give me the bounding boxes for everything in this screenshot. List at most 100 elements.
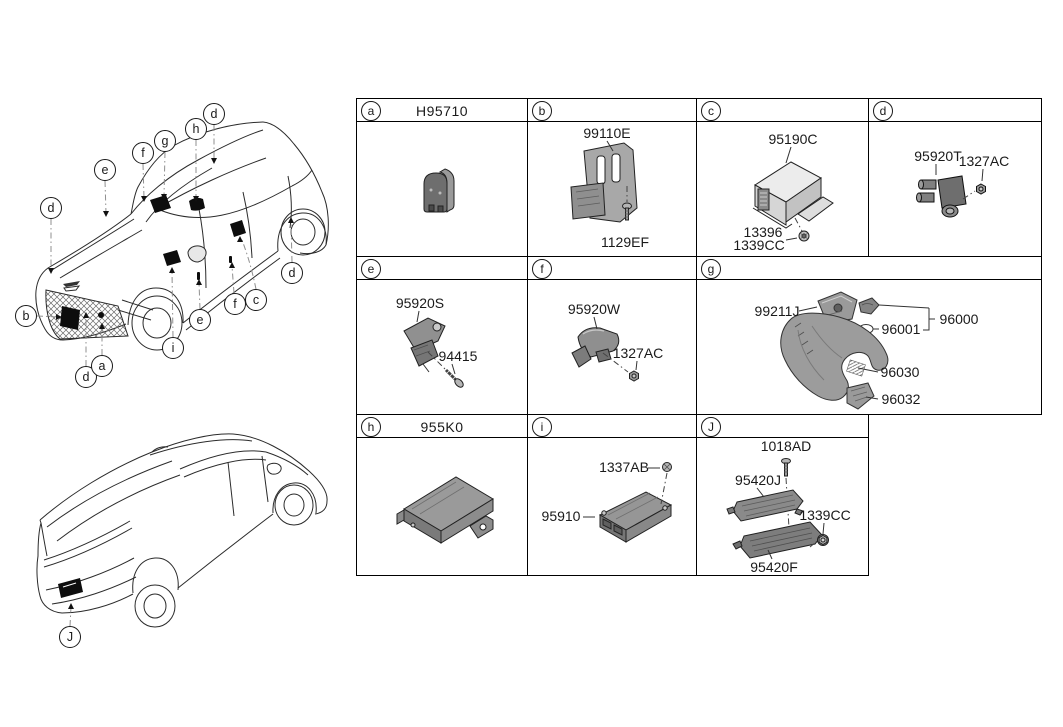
grid-cell-h[interactable]: h 955K0 bbox=[356, 414, 528, 576]
callout-f-front[interactable]: f bbox=[132, 142, 154, 164]
cell-c-letter: c bbox=[708, 104, 714, 118]
callout-h[interactable]: h bbox=[185, 118, 207, 140]
callout-d-roof[interactable]: d bbox=[203, 103, 225, 125]
callout-letter: d bbox=[288, 265, 296, 280]
part-illustration-95920S bbox=[403, 310, 464, 388]
cell-j-letter-badge: J bbox=[701, 417, 721, 437]
cell-i-header: i bbox=[528, 415, 696, 438]
cell-d-header: d bbox=[869, 99, 1041, 122]
callout-letter: d bbox=[210, 106, 218, 121]
part-illustration-H95710 bbox=[423, 168, 455, 213]
rear-car-sensor-marks bbox=[58, 578, 83, 598]
cell-g-letter-badge: g bbox=[701, 259, 721, 279]
part-label-95920W: 95920W bbox=[567, 301, 621, 317]
part-label-95420J: 95420J bbox=[735, 472, 781, 488]
part-label-96032: 96032 bbox=[881, 391, 921, 407]
cell-f-header: f bbox=[528, 257, 696, 280]
grid-cell-a[interactable]: a H95710 bbox=[356, 98, 528, 257]
part-illustration-95910 bbox=[583, 462, 673, 543]
grid-cell-e[interactable]: e bbox=[356, 256, 528, 415]
cell-g-header: g bbox=[697, 257, 1041, 280]
cell-a-header: a H95710 bbox=[357, 99, 527, 122]
callout-letter: e bbox=[196, 312, 204, 327]
callout-letter: a bbox=[98, 358, 106, 373]
cell-h-header: h 955K0 bbox=[357, 415, 527, 438]
part-label-96030: 96030 bbox=[880, 364, 920, 380]
grid-cell-g[interactable]: g bbox=[696, 256, 1042, 415]
cell-c-letter-badge: c bbox=[701, 101, 721, 121]
callout-d-rear[interactable]: d bbox=[281, 262, 303, 284]
part-label-95910: 95910 bbox=[541, 508, 581, 524]
callout-f-door[interactable]: f bbox=[224, 293, 246, 315]
cell-j-letter: J bbox=[708, 420, 714, 434]
callout-i[interactable]: i bbox=[162, 337, 184, 359]
cell-a-letter: a bbox=[367, 104, 375, 118]
grid-cell-f[interactable]: f bbox=[527, 256, 697, 415]
part-illustration-95190C bbox=[752, 146, 834, 242]
part-illustration-96000-group bbox=[780, 291, 935, 410]
callout-letter: d bbox=[82, 369, 90, 384]
cell-f-letter: f bbox=[540, 262, 544, 276]
callout-e-front[interactable]: e bbox=[94, 159, 116, 181]
part-label-95190C: 95190C bbox=[768, 131, 818, 147]
part-label-96000: 96000 bbox=[939, 311, 979, 327]
callout-letter: g bbox=[161, 133, 169, 148]
top-car-leader-lines bbox=[36, 125, 293, 366]
callout-a[interactable]: a bbox=[91, 355, 113, 377]
top-car-illustration bbox=[35, 121, 329, 366]
part-label-1018AD: 1018AD bbox=[760, 438, 812, 454]
cell-a-part-number: H95710 bbox=[415, 103, 469, 119]
part-illustration-95920T bbox=[916, 164, 986, 218]
callout-b[interactable]: b bbox=[15, 305, 37, 327]
grid-cell-j[interactable]: J bbox=[696, 414, 869, 576]
callout-letter: d bbox=[47, 200, 55, 215]
cell-d-letter: d bbox=[879, 104, 887, 118]
callout-J-rear[interactable]: J bbox=[59, 626, 81, 648]
part-label-1327AC-f: 1327AC bbox=[612, 345, 664, 361]
part-label-94415: 94415 bbox=[438, 348, 478, 364]
part-label-1339CC: 1339CC bbox=[733, 237, 785, 253]
cell-d-letter-badge: d bbox=[873, 101, 893, 121]
part-label-1337AB: 1337AB bbox=[599, 459, 649, 475]
part-illustration-95920W bbox=[571, 316, 639, 382]
cell-c-header: c bbox=[697, 99, 868, 122]
callout-letter: b bbox=[22, 308, 30, 323]
cell-j-header: J bbox=[697, 415, 868, 438]
cell-a-letter-badge: a bbox=[361, 101, 381, 121]
part-label-95420F: 95420F bbox=[750, 559, 798, 575]
callout-d-hood[interactable]: d bbox=[40, 197, 62, 219]
part-label-1129EF: 1129EF bbox=[601, 234, 649, 250]
cell-f-letter-badge: f bbox=[532, 259, 552, 279]
callout-letter: i bbox=[171, 340, 175, 355]
cell-e-letter: e bbox=[367, 262, 375, 276]
cell-b-header: b bbox=[528, 99, 696, 122]
part-label-99110E: 99110E bbox=[583, 125, 631, 141]
callout-letter: h bbox=[192, 121, 200, 136]
part-label-1327AC-d: 1327AC bbox=[958, 153, 1010, 169]
cell-h-part-number: 955K0 bbox=[420, 419, 464, 435]
cell-h-letter: h bbox=[367, 420, 375, 434]
cell-b-letter: b bbox=[538, 104, 546, 118]
callout-c[interactable]: c bbox=[245, 289, 267, 311]
cell-i-letter-badge: i bbox=[532, 417, 552, 437]
callout-g[interactable]: g bbox=[154, 130, 176, 152]
callout-letter: J bbox=[66, 629, 74, 644]
callout-e-door[interactable]: e bbox=[189, 309, 211, 331]
part-label-13396: 13396 bbox=[743, 224, 783, 240]
part-illustration-95420 bbox=[726, 458, 829, 560]
grid-cell-d[interactable]: d bbox=[868, 98, 1042, 257]
part-label-95920T: 95920T bbox=[914, 148, 962, 164]
grid-cell-i[interactable]: i bbox=[527, 414, 697, 576]
cell-i-letter: i bbox=[540, 420, 544, 434]
top-car-leader-arrows bbox=[48, 158, 294, 329]
callout-letter: c bbox=[252, 292, 260, 307]
cell-g-letter: g bbox=[707, 262, 715, 276]
callout-letter: f bbox=[233, 296, 237, 311]
cell-e-header: e bbox=[357, 257, 527, 280]
part-label-96001: 96001 bbox=[881, 321, 921, 337]
cell-b-letter-badge: b bbox=[532, 101, 552, 121]
rear-car-illustration bbox=[36, 433, 328, 628]
part-illustration-955K0 bbox=[396, 476, 494, 544]
